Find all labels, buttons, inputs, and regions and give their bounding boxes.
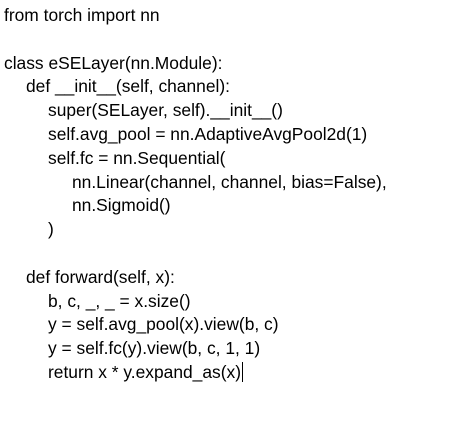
code-line-5: super(SELayer, self).__init__() (48, 100, 283, 121)
code-line-13: b, c, _, _ = x.size() (48, 290, 191, 311)
code-line-9: nn.Sigmoid() (72, 195, 171, 216)
code-line-15: y = self.fc(y).view(b, c, 1, 1) (48, 338, 261, 359)
code-line-6: self.avg_pool = nn.AdaptiveAvgPool2d(1) (48, 123, 368, 144)
code-line-14: y = self.avg_pool(x).view(b, c) (48, 314, 279, 335)
text-cursor (242, 361, 243, 382)
code-line-2-blank (4, 28, 467, 52)
code-line-7: self.fc = nn.Sequential( (48, 147, 226, 168)
code-line-12: def forward(self, x): (26, 266, 175, 287)
code-line-16-text: return x * y.expand_as(x) (48, 361, 241, 382)
code-line-10: ) (48, 219, 54, 240)
code-line-8: nn.Linear(channel, channel, bias=False), (72, 171, 387, 192)
code-line-16: return x * y.expand_as(x) (4, 361, 467, 385)
code-line-11-blank (4, 242, 467, 266)
code-line-3: class eSELayer(nn.Module): (4, 52, 223, 73)
code-block[interactable]: from torch import nn class eSELayer(nn.M… (4, 4, 467, 385)
code-line-1: from torch import nn (4, 5, 160, 25)
code-line-4: def __init__(self, channel): (26, 76, 230, 97)
